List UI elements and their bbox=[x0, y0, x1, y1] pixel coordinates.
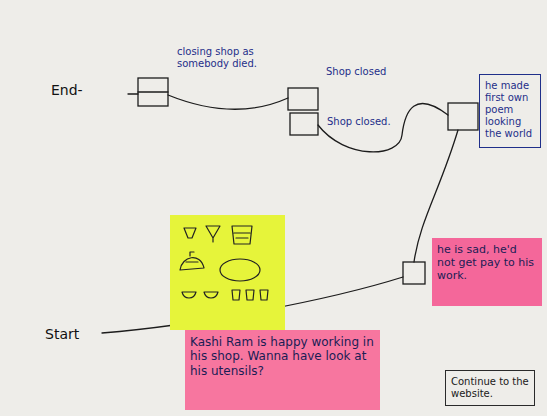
scene-note: closing shop as somebody died. bbox=[176, 46, 270, 70]
journey-line bbox=[168, 95, 288, 109]
vessel-icon bbox=[184, 228, 196, 238]
journey-line bbox=[128, 93, 138, 94]
vessel-icon bbox=[260, 290, 268, 300]
start-label: Start bbox=[44, 326, 80, 343]
vessel-icon bbox=[204, 292, 218, 298]
plate-icon bbox=[220, 259, 260, 281]
journey-line bbox=[318, 104, 448, 152]
yellow-sticky-note bbox=[170, 215, 285, 330]
vessel-icon bbox=[246, 290, 254, 300]
step-square bbox=[288, 88, 318, 110]
vessel-icon bbox=[232, 290, 240, 300]
vessel-icon bbox=[182, 292, 196, 298]
step-square bbox=[138, 78, 168, 106]
note-box: he made first own poem looking the world bbox=[479, 74, 541, 148]
vessel-icon bbox=[206, 226, 220, 242]
node-text: Kashi Ram is happy working in his shop. … bbox=[190, 335, 375, 378]
action-box: Continue to the website. bbox=[445, 370, 535, 406]
step-square bbox=[290, 113, 318, 135]
vessel-icon bbox=[232, 226, 252, 244]
step-square bbox=[448, 103, 478, 130]
pink-sticky-note: Kashi Ram is happy working in his shop. … bbox=[185, 330, 380, 410]
end-label: End- bbox=[50, 82, 84, 99]
pink-sticky-note: he is sad, he'd not get pay to his work. bbox=[432, 238, 542, 306]
vessel-icon bbox=[180, 252, 204, 270]
step-square-line bbox=[138, 91, 168, 92]
step-square bbox=[403, 262, 425, 284]
scene-note: Shop closed bbox=[325, 66, 387, 78]
node-text: Continue to the website. bbox=[451, 376, 529, 400]
node-text: he made first own poem looking the world bbox=[485, 80, 535, 140]
node-text: he is sad, he'd not get pay to his work. bbox=[437, 243, 537, 283]
scene-note: Shop closed. bbox=[326, 116, 392, 128]
